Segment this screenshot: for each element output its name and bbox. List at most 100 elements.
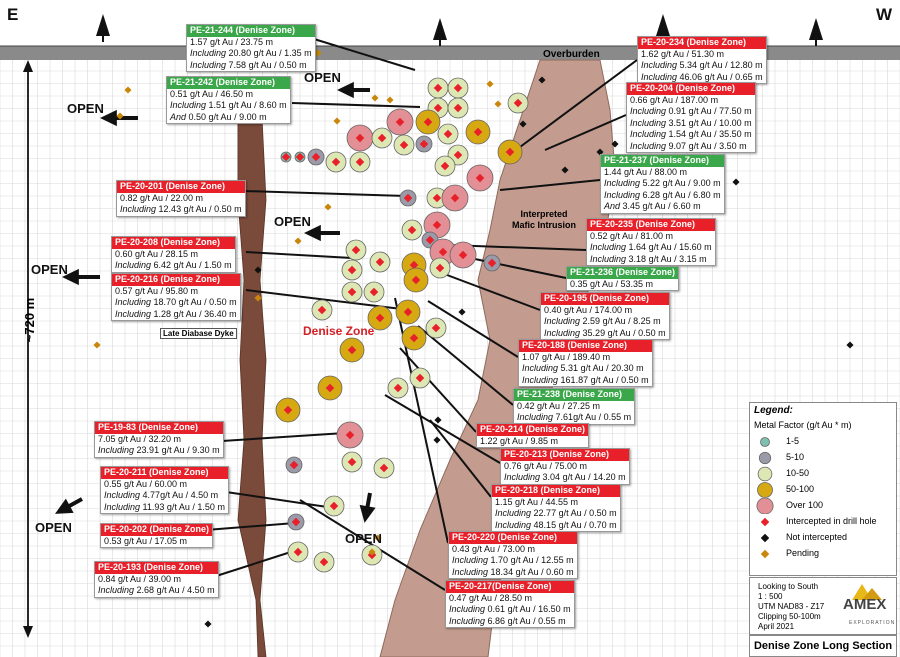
assay-value: 3.18 g/t Au / 3.15 m [628, 253, 707, 264]
assay-line: Including 7.61g/t Au / 0.55 m [514, 412, 634, 424]
assay-prefix: Including [504, 472, 541, 482]
assay-prefix: Including [190, 59, 227, 70]
assay-value: 0.35 g/t Au / 53.35 m [570, 278, 654, 289]
pierce-point-marker [409, 260, 419, 270]
open-label-1: OPEN [304, 70, 341, 85]
legend-item: Intercepted in drill hole [750, 514, 896, 530]
assay-value: 7.05 g/t Au / 32.20 m [98, 433, 182, 444]
not-intercepted-icon [433, 436, 441, 444]
assay-line: Including 23.91 g/t Au / 9.30 m [95, 445, 223, 457]
assay-prefix: Including [170, 100, 207, 110]
assay-line: 1.15 g/t Au / 44.55 m [492, 497, 620, 509]
assay-prefix: Including [604, 189, 641, 200]
tree-icon [656, 14, 670, 36]
pierce-point-marker [399, 140, 409, 150]
open-arrowhead-icon [62, 268, 79, 286]
assay-line: 1.07 g/t Au / 189.40 m [519, 352, 652, 364]
assay-value: 0.55 g/t Au / 60.00 m [104, 478, 188, 489]
leader-line [519, 59, 638, 148]
pending-icon [368, 548, 376, 556]
pierce-point-marker [435, 263, 445, 273]
open-arrowhead-icon [304, 224, 321, 242]
tree-icon [433, 18, 447, 40]
assay-line: Including 35.29 g/t Au / 0.50 m [541, 328, 669, 340]
open-label-4: OPEN [31, 262, 68, 277]
legend-title: Legend: [754, 405, 793, 416]
assay-prefix: Including [449, 615, 486, 626]
pierce-point-marker [283, 405, 293, 415]
assay-value: 1.44 g/t Au / 88.00 m [604, 166, 688, 177]
logo-name: AMEX [843, 596, 887, 613]
open-arrowhead-icon [100, 109, 117, 127]
assay-prefix: Including [495, 508, 532, 518]
pierce-point-marker [440, 161, 450, 171]
assay-value: 2.68 g/t Au / 4.50 m [136, 585, 215, 595]
pierce-point-marker [487, 258, 497, 268]
open-arrowhead-icon [337, 81, 354, 99]
assay-value: 1.28 g/t Au / 36.40 m [153, 308, 237, 319]
assay-line: Including 1.28 g/t Au / 36.40 m [112, 309, 240, 321]
assay-prefix: Including [630, 117, 667, 128]
assay-value: 35.29 g/t Au / 0.50 m [582, 327, 666, 338]
leader-line [205, 522, 296, 531]
assay-line: Including 5.22 g/t Au / 9.00 m [601, 178, 724, 190]
tree-icon [96, 14, 110, 36]
assay-prefix: Including [630, 140, 667, 151]
pierce-point-marker [403, 193, 413, 203]
assay-line: Including 1.54 g/t Au / 35.50 m [627, 129, 755, 141]
drill-hole-label: PE-20-201 (Denise Zone)0.82 g/t Au / 22.… [116, 180, 246, 217]
assay-prefix: Including [120, 204, 157, 214]
assay-line: Including 18.70 g/t Au / 0.50 m [112, 297, 240, 309]
pending-icon [333, 117, 341, 125]
assay-value: 0.52 g/t Au / 81.00 m [590, 230, 674, 241]
assay-prefix: Including [641, 60, 678, 70]
pending-icon [116, 112, 124, 120]
assay-value: 0.42 g/t Au / 27.25 m [517, 400, 601, 411]
assay-prefix: And [170, 111, 187, 122]
drill-hole-label: PE-19-83 (Denise Zone)7.05 g/t Au / 32.2… [94, 421, 224, 458]
legend-item: Pending [750, 546, 896, 562]
depth-arrow-top [23, 60, 33, 72]
open-arrowhead-icon [54, 498, 74, 514]
pierce-point-marker [425, 235, 435, 245]
open-label-3: OPEN [274, 214, 311, 229]
leader-line [209, 549, 298, 579]
assay-line: Including 6.28 g/t Au / 6.80 m [601, 190, 724, 202]
pierce-point-marker [355, 157, 365, 167]
pierce-point-marker [453, 103, 463, 113]
assay-line: Including 3.18 g/t Au / 3.15 m [587, 254, 715, 266]
pierce-point-marker [473, 127, 483, 137]
leader-line [399, 347, 477, 433]
drill-hole-name: PE-20-214 (Denise Zone) [477, 424, 589, 436]
assay-value: 0.91 g/t Au / 77.50 m [668, 106, 752, 116]
section-title: Denise Zone Long Section [749, 635, 897, 657]
assay-value: 5.34 g/t Au / 12.80 m [679, 60, 763, 70]
assay-value: 18.70 g/t Au / 0.50 m [153, 297, 237, 307]
intrusion-label: Interpreted Mafic Intrusion [512, 209, 577, 230]
pierce-point-marker [347, 287, 357, 297]
drill-hole-name: PE-21-236 (Denise Zone) [567, 267, 679, 279]
assay-line: Including 4.77g/t Au / 4.50 m [101, 490, 228, 502]
not-intercepted-icon [434, 416, 442, 424]
pending-icon [486, 80, 494, 88]
pierce-point-marker [450, 193, 460, 203]
pierce-point-marker [409, 333, 419, 343]
assay-prefix: Including [190, 48, 227, 58]
assay-value: 1.70 g/t Au / 12.55 m [490, 555, 574, 565]
pierce-point-marker [475, 173, 485, 183]
pierce-point-marker [317, 305, 327, 315]
assay-value: 20.80 g/t Au / 1.35 m [228, 48, 312, 58]
assay-line: 1.57 g/t Au / 23.75 m [187, 37, 315, 49]
drill-hole-label: PE-20-220 (Denise Zone)0.43 g/t Au / 73.… [448, 531, 578, 579]
assay-line: Including 46.06 g/t Au / 0.65 m [638, 72, 766, 84]
assay-prefix: Including [115, 308, 152, 319]
pending-icon [324, 203, 332, 211]
assay-line: And 3.45 g/t Au / 6.60 m [601, 201, 724, 213]
legend-item: 1-5 [750, 434, 896, 450]
leader-line [245, 251, 353, 259]
pierce-point-marker [319, 557, 329, 567]
drill-hole-name: PE-20-216 (Denise Zone) [112, 274, 240, 286]
legend-item: 50-100 [750, 482, 896, 498]
